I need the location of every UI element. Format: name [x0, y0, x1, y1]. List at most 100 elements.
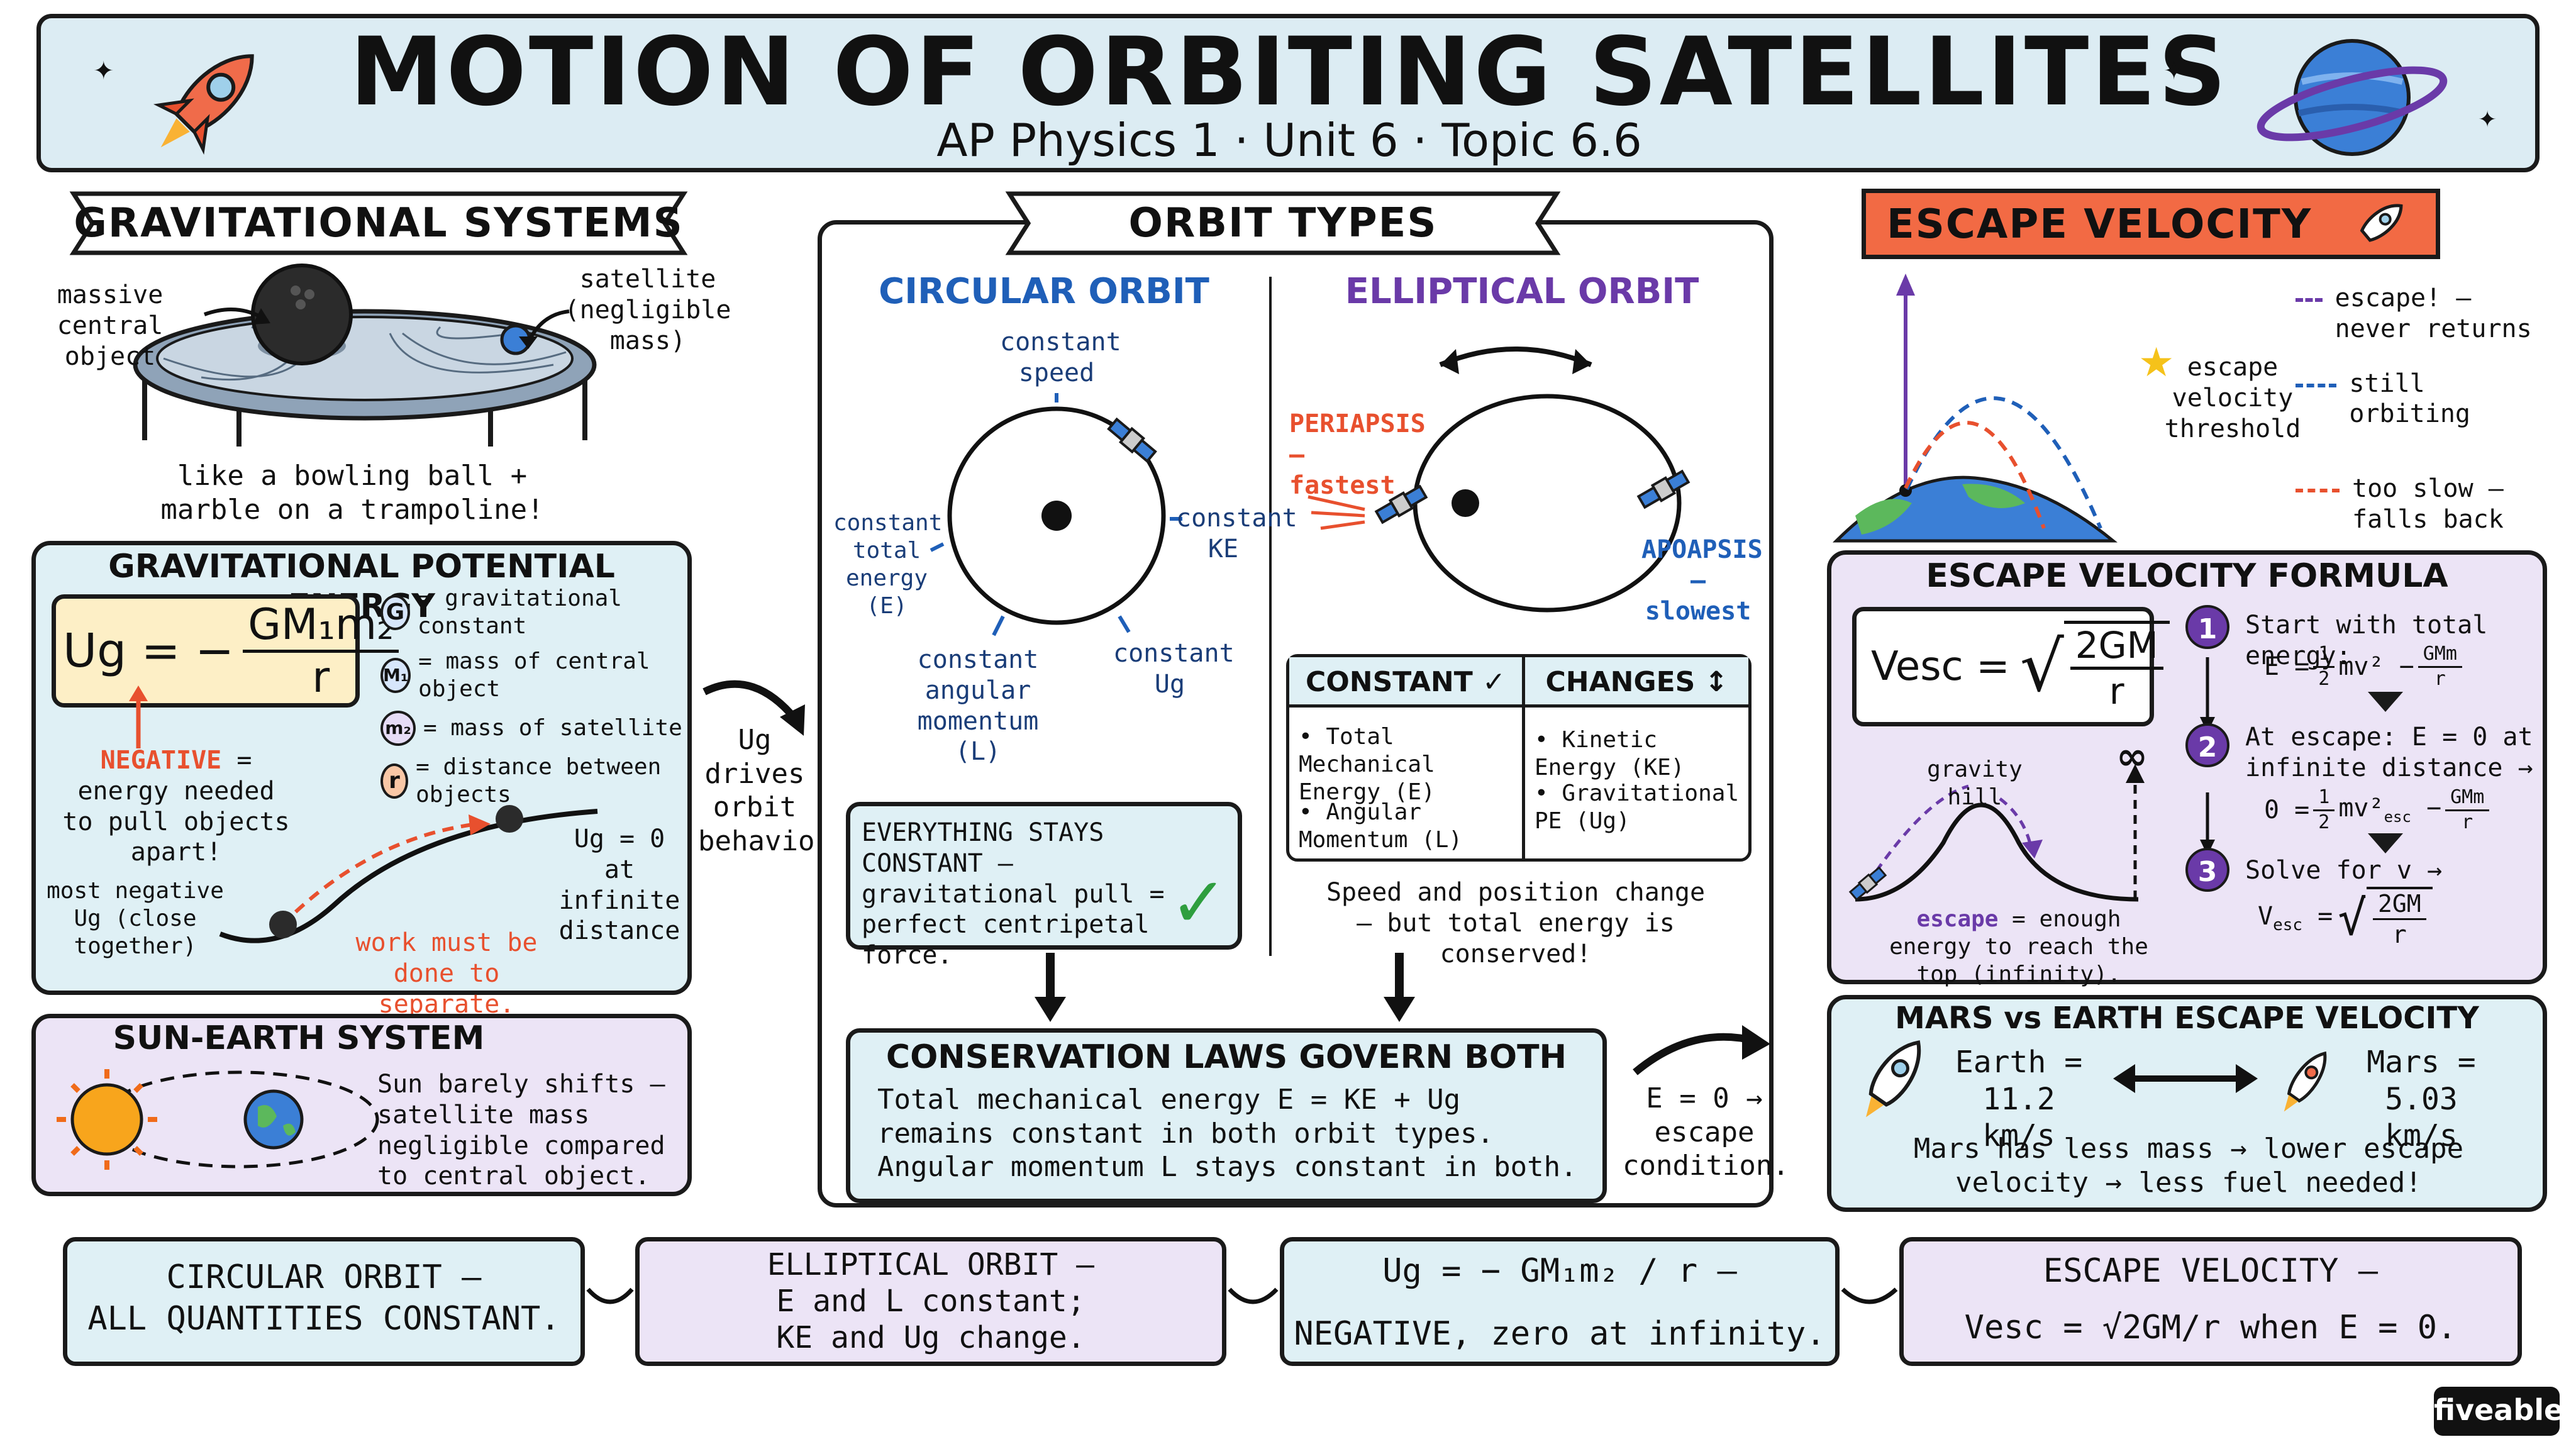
sun-earth-heading: SUN-EARTH SYSTEM [113, 1019, 485, 1057]
potential-curve [219, 805, 598, 943]
symbol-r: r [380, 763, 409, 799]
planet-icon [2257, 39, 2448, 156]
mars-note: Mars has less mass → lower escape veloci… [1913, 1133, 2464, 1199]
sun-icon [57, 1069, 157, 1170]
changes-item-text: Gravitational PE (Ug) [1535, 780, 1740, 834]
zero-at-infinity-label: Ug = 0 at infinite distance [558, 824, 680, 946]
step-text: At escape: E = 0 at infinite distance → [2245, 723, 2533, 782]
conservation-panel [846, 1028, 1607, 1203]
escape-heading-bg [1862, 189, 2440, 259]
arrow [203, 308, 270, 325]
label-constant-ke: constant KE [1176, 504, 1297, 564]
steps-arrows [2200, 657, 2215, 855]
formula-denominator: r [2109, 670, 2124, 713]
label-constant-speed: constant speed [1000, 328, 1121, 387]
summary-line: ESCAPE VELOCITY — [2043, 1252, 2379, 1290]
earth-value: Earth = 11.2 km/s [1955, 1045, 2083, 1154]
gpe-heading: GRAVITATIONAL POTENTIAL ENERGY [108, 548, 615, 626]
elliptical-orbit-title: ELLIPTICAL ORBIT [1345, 271, 1699, 312]
label-constant-ug: constant Ug [1113, 639, 1235, 699]
label-constant-angular-momentum: constant angular momentum (L) [917, 645, 1039, 767]
sqrt-symbol: √ [2019, 626, 2064, 707]
divider [1269, 277, 1272, 956]
step-text: Start with total energy: [2245, 611, 2488, 670]
symbol-g: G [380, 594, 410, 630]
connector [586, 1287, 634, 1304]
formula-numerator: GM₁m₂ [243, 600, 399, 653]
legend-row: M₁= mass of central object [380, 648, 682, 703]
section-banner [69, 191, 688, 255]
arrow [1633, 1025, 1770, 1075]
massive-object-label: massive central object [57, 280, 164, 371]
rocket-icon [2360, 204, 2403, 242]
drives-label: Ug drives orbit behavior. [698, 724, 848, 858]
symbol-m2: m₂ [380, 710, 416, 746]
title-banner [36, 14, 2540, 172]
rocket-icon [2284, 1051, 2327, 1112]
legend-text: escape! — never returns [2334, 284, 2532, 343]
escape-condition-label: E = 0 → escape condition. [1623, 1082, 1789, 1182]
step-number: 1 [2185, 605, 2229, 649]
gravity-hill-label: gravity hill [1927, 757, 2023, 810]
mars-earth-title: MARS vs EARTH ESCAPE VELOCITY [1895, 1001, 2479, 1036]
table-divider [1522, 657, 1525, 858]
summary-card [63, 1237, 585, 1366]
constant-item: • Total Mechanical Energy (E) [1299, 724, 1435, 805]
changes-item: • Kinetic Energy (KE) [1535, 727, 1685, 780]
satellite-icon [1107, 417, 1157, 464]
brand-logo: fiveable [2434, 1393, 2564, 1427]
escape-trajectories [1832, 274, 2118, 543]
changes-header: CHANGES ↕ [1545, 666, 1728, 698]
escape-caption: escape = enough energy to reach the top … [1880, 906, 2157, 989]
constant-item-text: Total Mechanical Energy (E) [1299, 724, 1435, 805]
legend-text: too slow — falls back [2352, 474, 2504, 534]
trampoline-caption: like a bowling ball + marble on a trampo… [160, 460, 544, 526]
formula-lhs: Vesc = [1871, 643, 2010, 690]
legend-text: = distance between objects [416, 753, 662, 808]
sparkle-icon: ✦ [93, 57, 114, 86]
summary-card [1899, 1237, 2522, 1366]
legend-row: still orbiting [2296, 369, 2547, 430]
escape-formula-title: ESCAPE VELOCITY FORMULA [1926, 557, 2448, 595]
circular-orbit-diagram [930, 393, 1182, 636]
arrow [519, 309, 570, 349]
conservation-title: CONSERVATION LAWS GOVERN BOTH [886, 1038, 1567, 1076]
connector [1228, 1287, 1279, 1304]
legend-row: G= gravitational constant [380, 585, 682, 640]
satellite-icon [1636, 469, 1690, 509]
gpe-legend: G= gravitational constant M₁= mass of ce… [380, 585, 682, 808]
legend-text: = mass of central object [418, 648, 650, 702]
satellite-icon [1848, 866, 1887, 901]
grav-systems-heading: GRAVITATIONAL SYSTEMS [74, 200, 684, 247]
triangle-icon [2368, 833, 2403, 853]
elliptical-orbit-diagram [1307, 347, 1690, 613]
sparkle-icon: ✦ [2163, 57, 2185, 86]
summary-line: Ug = − GM₁m₂ / r — [1382, 1252, 1737, 1290]
step-text: Solve for v → [2245, 856, 2443, 885]
formula-numerator: 2GM [2070, 624, 2163, 670]
connector [1841, 1287, 1898, 1304]
circular-orbit-title: CIRCULAR ORBIT [879, 271, 1209, 312]
symbol-m1: M₁ [380, 657, 411, 693]
legend-line [2296, 383, 2337, 387]
star-icon: ★ [2138, 340, 2175, 386]
arrow [129, 686, 148, 748]
legend-text: = gravitational constant [417, 586, 622, 639]
circular-callout-text: EVERYTHING STAYS CONSTANT — gravitationa… [862, 818, 1165, 970]
escape-legend: escape! — never returns still orbiting t… [2296, 283, 2547, 535]
changes-item-text: Kinetic Energy (KE) [1535, 727, 1685, 780]
legend-row: too slow — falls back [2296, 474, 2547, 535]
summary-line: Vesc = √2GM/r when E = 0. [1964, 1309, 2457, 1346]
satellite-label: satellite (negligible mass) [564, 265, 731, 355]
formula-lhs: Ug = − [63, 624, 235, 678]
negative-note: NEGATIVE = energy needed to pull objects… [57, 745, 296, 868]
legend-text: = mass of satellite [423, 714, 682, 741]
legend-row: escape! — never returns [2296, 283, 2547, 345]
negative-word: NEGATIVE [100, 746, 222, 775]
table-header [1289, 657, 1748, 708]
